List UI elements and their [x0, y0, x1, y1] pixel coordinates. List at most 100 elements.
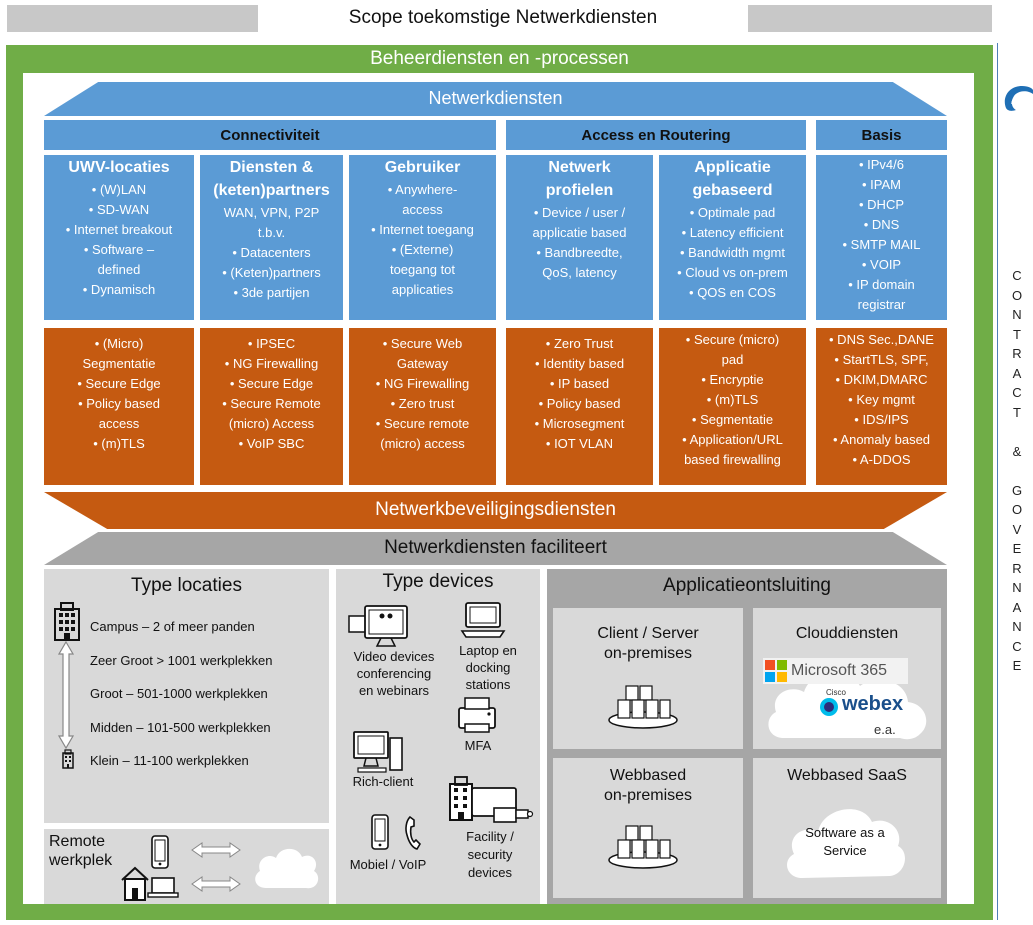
list-item: defined: [97, 262, 141, 277]
list-item: QoS, latency: [542, 265, 617, 280]
list-item: • Internet breakout: [65, 222, 173, 237]
device-video-label-1: Video devices: [353, 649, 435, 664]
column-title: UWV-locaties: [68, 159, 170, 176]
security-netwerk-profielen: • Zero Trust • Identity based • IP based…: [506, 328, 653, 485]
security-item: • DNS Sec.,DANE: [829, 332, 934, 347]
security-item: • DKIM,DMARC: [835, 372, 928, 387]
column-title: Netwerk: [548, 159, 611, 176]
uwv-logo-icon: [1004, 86, 1033, 111]
column-basis: • IPv4/6 • IPAM • DHCP • DNS • SMTP MAIL…: [816, 155, 947, 320]
list-item: • IP domain: [848, 277, 915, 292]
list-item: • Device / user /: [533, 205, 626, 220]
double-arrow-horizontal-icon: [191, 876, 241, 892]
governance-letter: &: [1012, 443, 1022, 459]
saas-cloud-label-1: Software as a: [805, 825, 885, 840]
security-item: Gateway: [396, 356, 449, 371]
device-video-label-3: en webinars: [358, 683, 430, 698]
faciliteert-label: Netwerkdiensten faciliteert: [384, 537, 607, 558]
security-applicatie-gebaseerd: • Secure (micro) pad • Encryptie • (m)TL…: [659, 328, 806, 485]
list-item: • SD-WAN: [88, 202, 150, 217]
locatie-midden: Midden – 101-500 werkplekken: [90, 720, 271, 735]
governance-letter: V: [1012, 521, 1022, 537]
security-item: • (m)TLS: [93, 436, 145, 451]
security-basis: • DNS Sec.,DANE • StartTLS, SPF, • DKIM,…: [816, 328, 947, 485]
remote-title-1: Remote: [49, 833, 106, 850]
list-item: • Bandbreedte,: [536, 245, 623, 260]
security-item: • NG Firewalling: [224, 356, 319, 371]
governance-letter: [1003, 461, 1031, 481]
governance-letter: A: [1012, 599, 1022, 615]
device-laptop-label-3: stations: [465, 677, 511, 692]
list-item: access: [402, 202, 443, 217]
list-item: • Software –: [83, 242, 155, 257]
server-rack-icon: [608, 825, 678, 869]
microsoft-logo-icon: [765, 660, 787, 682]
smartphone-icon: [151, 835, 169, 869]
laptop-icon: [460, 602, 506, 638]
security-item: • Zero trust: [390, 396, 455, 411]
security-item: pad: [721, 352, 744, 367]
device-facility-label-2: security: [467, 847, 513, 862]
panel-title-devices: Type devices: [382, 571, 494, 592]
security-item: based firewalling: [684, 452, 781, 467]
faciliteert-band: [44, 532, 947, 565]
client-server-title-1: Client / Server: [597, 625, 699, 642]
webbased-title-2: on-premises: [603, 787, 693, 804]
column-title: profielen: [545, 182, 614, 199]
security-item: • Policy based: [78, 396, 160, 411]
governance-letter: O: [1011, 502, 1023, 517]
beveiliging-band: [44, 492, 947, 529]
security-item: • Encryptie: [701, 372, 764, 387]
security-item: • IDS/IPS: [854, 412, 909, 427]
list-item: t.b.v.: [257, 225, 286, 240]
cloud-icon: [787, 809, 905, 878]
webex-logo-icon: [820, 698, 838, 716]
webbased-title-1: Webbased: [609, 767, 687, 784]
security-item: • Secure Remote: [222, 396, 321, 411]
security-item: • Anomaly based: [832, 432, 931, 447]
governance-letter: N: [1012, 307, 1022, 322]
security-item: • A-DDOS: [852, 452, 911, 467]
security-item: access: [98, 416, 140, 431]
building-large-icon: [54, 602, 80, 641]
locatie-groot: Groot – 501-1000 werkplekken: [90, 686, 268, 701]
column-title: Diensten &: [229, 159, 314, 176]
netwerkdiensten-label: Netwerkdiensten: [428, 88, 563, 108]
list-item: • Dynamisch: [82, 282, 156, 297]
column-title: (keten)partners: [213, 182, 330, 199]
video-conference-icon: [348, 605, 408, 647]
security-gebruiker: • Secure Web Gateway • NG Firewalling • …: [349, 328, 496, 485]
list-item: • DNS: [863, 217, 900, 232]
governance-letter: T: [1013, 404, 1021, 420]
security-item: • NG Firewalling: [375, 376, 470, 391]
cisco-label: Cisco: [826, 688, 847, 697]
list-item: • DHCP: [859, 197, 904, 212]
governance-letter: R: [1012, 346, 1022, 361]
panel-type-locaties: [44, 569, 329, 823]
security-item: • IOT VLAN: [545, 436, 614, 451]
security-item: • Policy based: [538, 396, 621, 411]
governance-letter: E: [1012, 658, 1022, 673]
security-item: • Identity based: [534, 356, 625, 371]
security-item: • (Micro): [94, 336, 144, 351]
list-item: • Bandwidth mgmt: [680, 245, 785, 260]
list-item: • Latency efficient: [681, 225, 784, 240]
double-arrow-vertical-icon: [58, 640, 74, 750]
security-item: • Secure (micro): [685, 332, 780, 347]
header-bar-right: [748, 5, 992, 32]
list-item: • (Keten)partners: [222, 265, 321, 280]
list-item: • IPv4/6: [858, 157, 905, 172]
security-diensten-partners: • IPSEC • NG Firewalling • Secure Edge •…: [200, 328, 343, 485]
governance-letter: [1003, 422, 1031, 442]
remote-title-2: werkplek: [49, 852, 113, 869]
security-item: • Secure remote: [375, 416, 470, 431]
mobile-phone-icon: [371, 814, 389, 850]
security-item: (micro) access: [380, 436, 465, 451]
security-item: • (m)TLS: [706, 392, 759, 407]
column-diensten-partners: Diensten & (keten)partners WAN, VPN, P2P…: [200, 155, 343, 320]
ea-label: e.a.: [874, 722, 896, 737]
list-item: registrar: [857, 297, 906, 312]
security-item: (micro) Access: [228, 416, 315, 431]
security-item: • IPSEC: [247, 336, 296, 351]
home-laptop-icon: [121, 866, 179, 901]
